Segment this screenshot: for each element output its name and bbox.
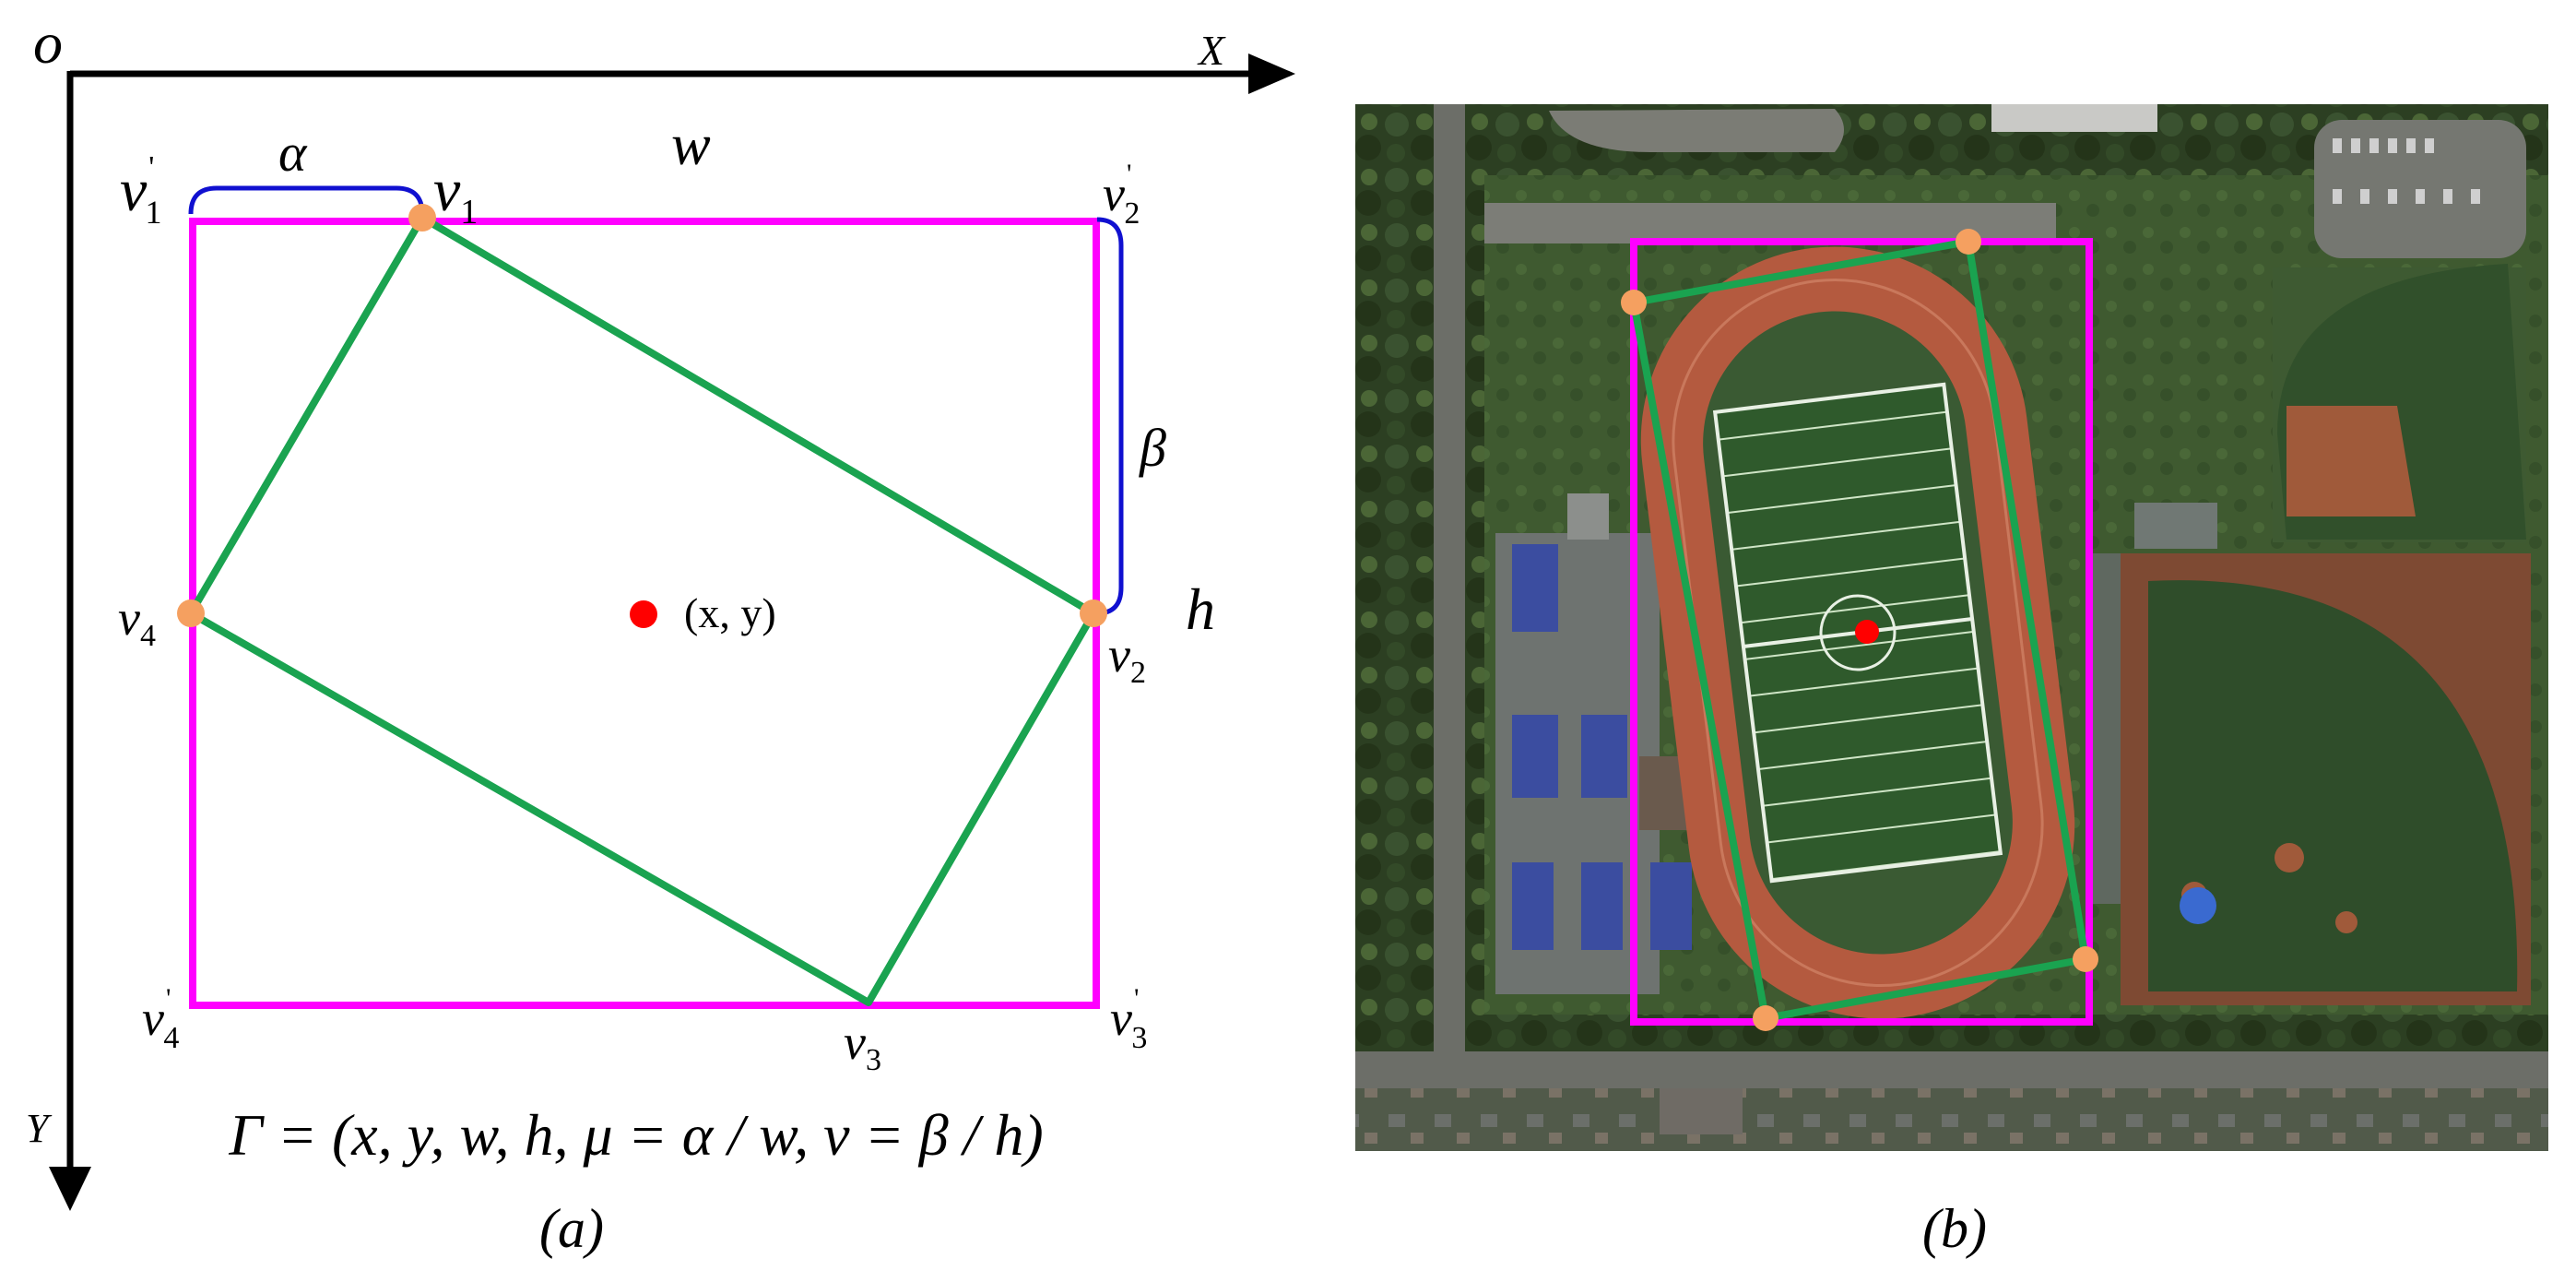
vertex-v1-dot [408,204,436,231]
photo-vertex-dot-2 [2073,946,2098,972]
panel-a: o X Y (x, y) w h α β v1 v2 v3 v [26,10,1295,1259]
oriented-bounding-box [187,214,1097,1006]
photo-vertex-dot-3 [1753,1005,1778,1031]
y-axis-arrowhead [49,1167,91,1211]
origin-label: o [33,10,63,76]
center-label: (x, y) [684,589,776,636]
parameter-formula: Γ = (x, y, w, h, μ = α / w, ν = β / h) [228,1102,1043,1168]
photo-center-point [1855,620,1879,644]
beta-label: β [1139,418,1166,478]
center-point [630,600,657,628]
alpha-bracket [188,185,425,215]
corner-v3-prime-label: v'3 [1110,983,1147,1055]
x-axis-label: X [1197,27,1226,74]
vertex-v2-dot [1080,599,1107,627]
aerial-photo [1355,104,2548,1151]
alpha-label: α [278,123,308,183]
y-axis-label: Y [26,1106,53,1151]
panel-b: (b) [1355,104,2548,1259]
photo-vertex-dot-1 [1956,229,1981,255]
vertex-v1-label: v1 [433,157,478,231]
beta-bracket [1096,217,1124,616]
height-label: h [1186,576,1215,642]
vertex-v2-label: v2 [1108,627,1146,690]
x-axis-arrowhead [1248,53,1295,94]
corner-v1-prime-label: v'1 [120,150,161,231]
vertex-v3-label: v3 [844,1015,881,1077]
photo-vertex-dot-4 [1621,290,1647,315]
corner-v4-prime-label: v'4 [142,983,179,1055]
caption-b: (b) [1922,1198,1987,1259]
caption-a: (a) [539,1198,604,1259]
corner-v2-prime-label: v'2 [1103,159,1140,231]
vertex-v4-dot [177,599,205,627]
width-label: w [671,112,711,177]
photo-horizontal-bounding-box [1630,238,2093,1026]
vertex-v4-label: v4 [118,590,156,653]
